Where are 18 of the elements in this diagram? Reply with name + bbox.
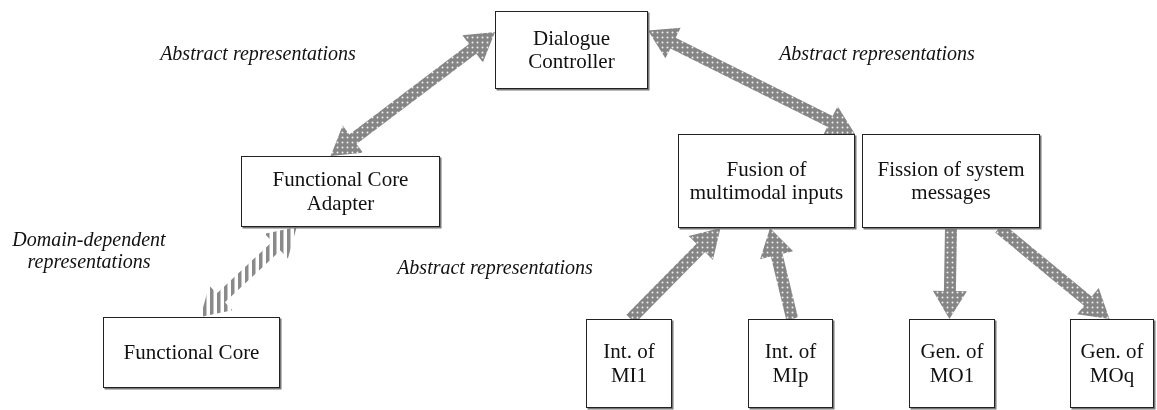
edge-label: Abstract representations — [777, 42, 976, 64]
arrow — [648, 27, 855, 137]
process-box: Fusion of multimodal inputs — [678, 134, 855, 228]
arrow — [200, 227, 297, 317]
arrow — [330, 32, 495, 156]
process-box: Gen. of MOq — [1070, 319, 1154, 408]
process-box: Gen. of MO1 — [909, 319, 995, 408]
edge-label: Domain-dependent representations — [11, 228, 167, 272]
process-box: Int. of MI1 — [586, 319, 672, 408]
arrow — [760, 228, 798, 321]
edge-label: Abstract representations — [395, 256, 594, 278]
process-box: Fission of system messages — [862, 134, 1040, 228]
process-box: Functional Core Adapter — [241, 156, 440, 227]
edge-label: Abstract representations — [158, 42, 357, 64]
arrow — [932, 227, 967, 319]
process-box: Int. of MIp — [748, 319, 833, 408]
process-box: Functional Core — [103, 317, 280, 388]
process-box: Dialogue Controller — [495, 11, 648, 89]
